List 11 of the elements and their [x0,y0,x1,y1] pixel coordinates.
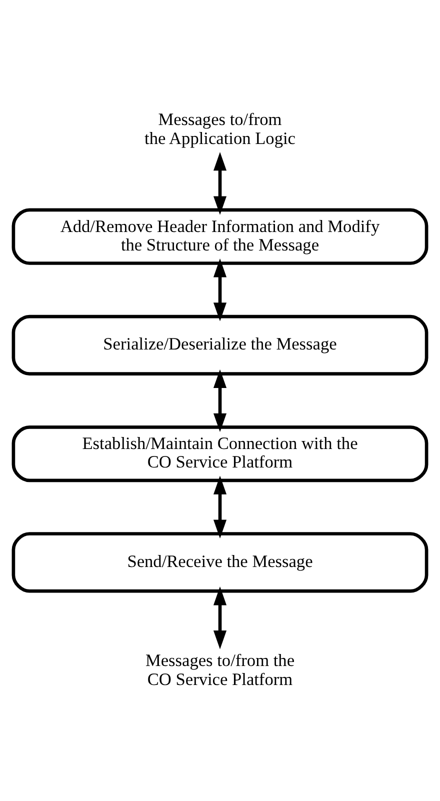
arrow [213,476,227,538]
node-box: Add/Remove Header Information and Modify the Structure of the Message [12,208,428,265]
arrow [213,586,227,650]
node-box: Serialize/Deserialize the Message [12,314,428,376]
arrow [213,152,227,215]
node-box: Send/Receive the Message [12,532,428,593]
node-text: Messages to/from the CO Service Platform [145,651,295,689]
node-text: Messages to/from the Application Logic [144,110,296,148]
arrow [213,369,227,432]
node-box: Establish/Maintain Connection with the CO Service Platform [12,425,428,482]
arrow [213,258,227,322]
